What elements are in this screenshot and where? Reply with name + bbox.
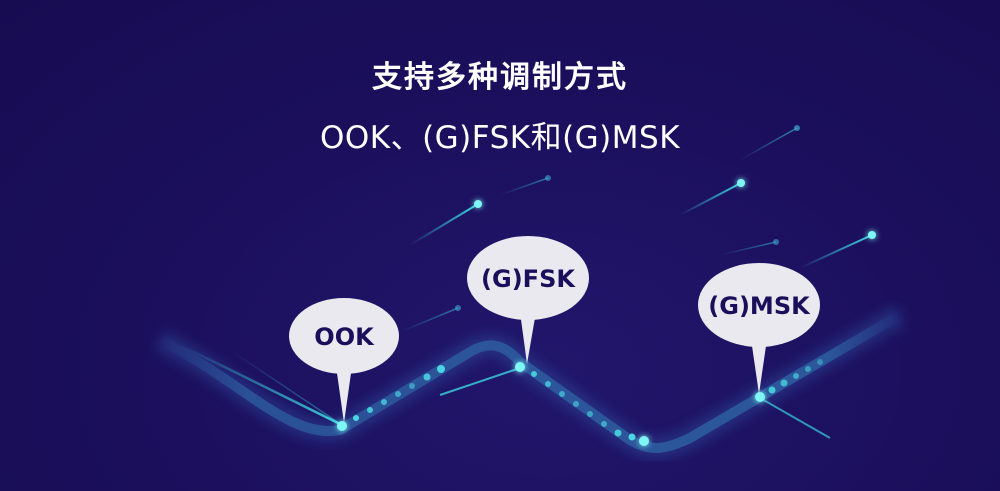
node-ook [337, 421, 347, 431]
light-beam [229, 349, 343, 426]
bubble-label-ook: OOK [314, 323, 375, 351]
node-gmsk [755, 392, 765, 402]
light-streaks [399, 125, 876, 333]
light-beam [179, 343, 343, 427]
light-beam [759, 397, 831, 439]
glow-dot [737, 179, 745, 187]
glow-dot [773, 239, 779, 245]
heading-title: 支持多种调制方式 [372, 60, 628, 95]
heading-subtitle: OOK、(G)FSK和(G)MSK [319, 120, 681, 156]
bubble-label-gmsk: (G)MSK [708, 292, 811, 320]
bead-trail [353, 359, 823, 441]
bubble-ook: OOK [289, 298, 399, 423]
node-valley [639, 436, 649, 446]
light-beam [439, 367, 521, 396]
node-gfsk [515, 362, 525, 372]
bubble-label-gfsk: (G)FSK [481, 265, 576, 293]
glow-dot [794, 125, 800, 131]
modulation-path [155, 310, 905, 454]
glow-dot [868, 231, 876, 239]
glow-dot [455, 305, 461, 311]
glow-dot [474, 200, 482, 208]
glow-dot [545, 175, 551, 181]
bubble-gmsk: (G)MSK [698, 263, 820, 394]
bubble-gfsk: (G)FSK [467, 236, 589, 364]
